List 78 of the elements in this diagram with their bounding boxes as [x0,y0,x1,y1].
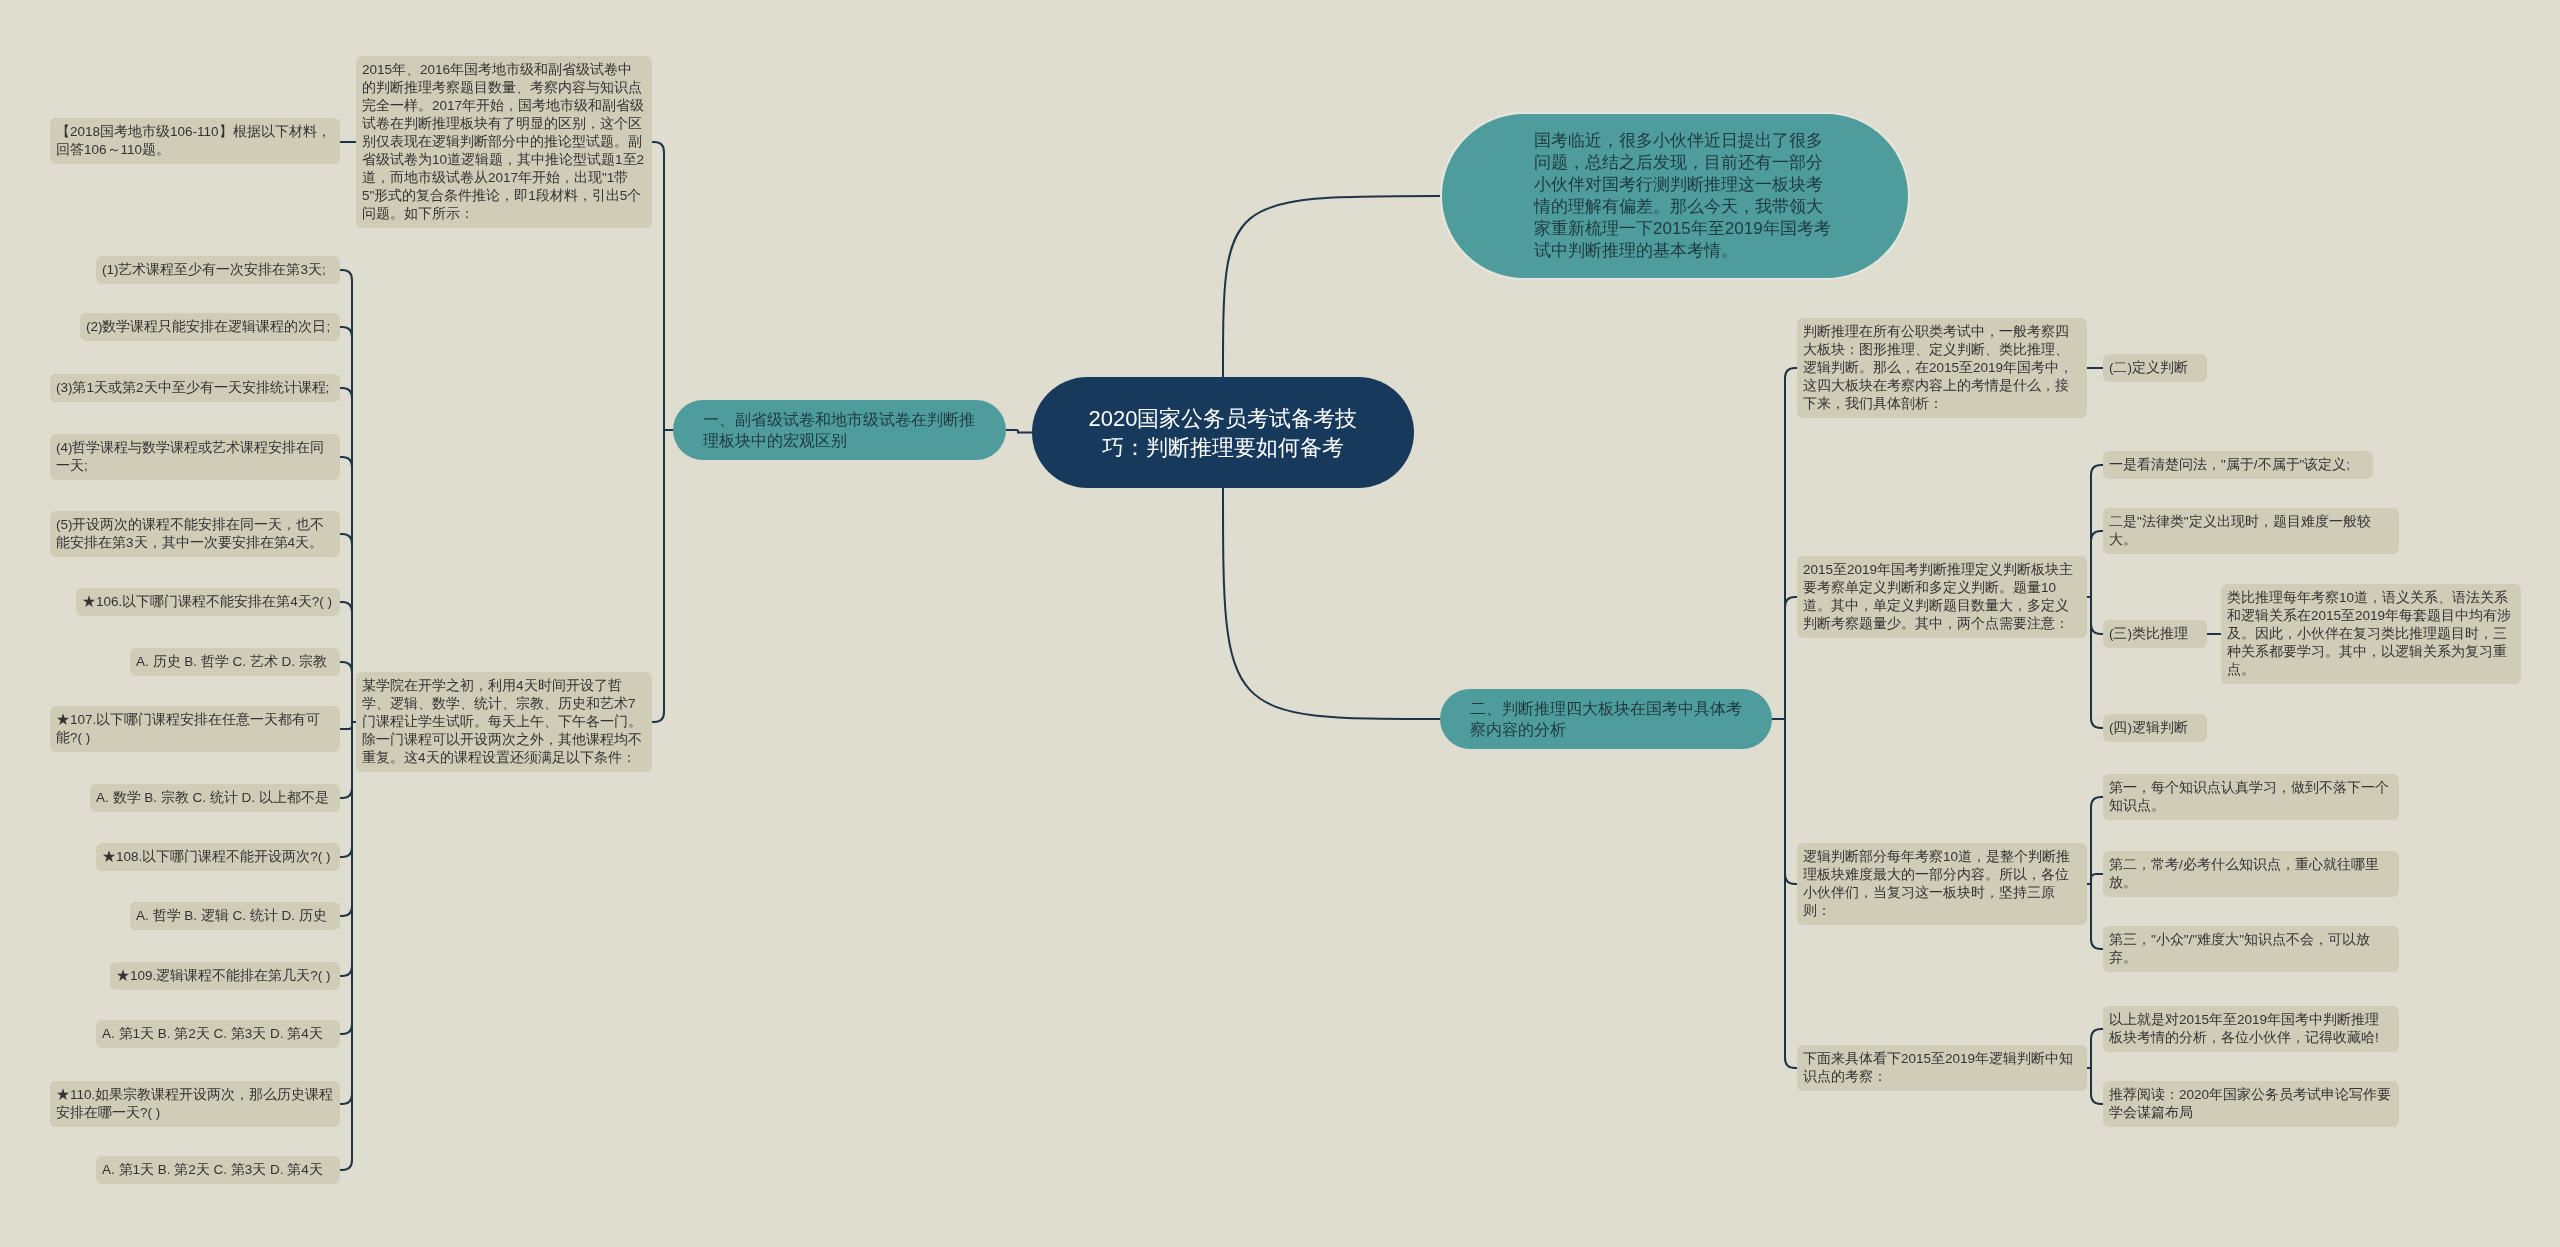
topic-text: (1)艺术课程至少有一次安排在第3天; [102,261,327,279]
topic-card [96,1020,340,1048]
topic-text: 2015至2019年国考判断推理定义判断板块主要考察单定义判断和多定义判断。题量10道。其中，单定义判断题目数量大，多定义判断考察题量少。其中，两个点需要注意： [1803,561,2075,633]
topic-card [1797,843,2087,925]
topic-card [1797,318,2087,418]
topic-card [2103,508,2399,554]
topic-card [76,588,340,616]
connector-line [1771,718,1798,1069]
topic-card [2103,620,2207,648]
topic-text: (2)数学课程只能安排在逻辑课程的次日; [86,318,332,336]
topic-card [50,118,340,164]
topic-card [80,313,340,341]
topic-text: 【2018国考地市级106-110】根据以下材料，回答106～110题。 [56,123,332,159]
connector-line [2086,596,2104,729]
topic-card [50,1081,340,1127]
connector-line [339,141,357,143]
topic-text: 推荐阅读：2020年国家公务员考试申论写作要学会谋篇布局 [2109,1086,2393,1122]
topic-card [50,434,340,480]
topic-text: 下面来具体看下2015至2019年逻辑判断中知识点的考察： [1803,1050,2075,1086]
topic-text: 以上就是对2015年至2019年国考中判断推理板块考情的分析，各位小伙伴，记得收藏哈! [2109,1011,2381,1047]
topic-text: (5)开设两次的课程不能安排在同一天，也不能安排在第3天，其中一次要安排在第4天。 [56,516,326,552]
branch-topic [1440,689,1772,749]
topic-card [2103,714,2207,742]
topic-text: 一、副省级试卷和地市级试卷在判断推理板块中的宏观区别 [703,410,976,451]
topic-text: 第二，常考/必考什么知识点，重心就往哪里放。 [2109,856,2380,892]
topic-card [2103,1081,2399,1127]
branch-topic [673,400,1006,460]
connector-line [2086,367,2104,369]
topic-text: 2015年、2016年国考地市级和副省级试卷中的判断推理考察题目数量、考察内容与知识点完全一样。2017年开始，国考地市级和副省级试卷在判断推理板块有了明显的区别，这个区别仅表现在逻辑判断部分中的推论型试题。副省级试卷为10道逻辑题，其中推论型试题1至2道，而地市级试卷从2017年开始，出现"1带5"形式的复合条件推论，即1段材料，引出5个问题。如下所示： [362,61,646,223]
connector-line [2206,633,2222,635]
topic-text: A. 第1天 B. 第2天 C. 第3天 D. 第4天 [102,1025,324,1043]
topic-card [90,784,340,812]
topic-text: (4)哲学课程与数学课程或艺术课程安排在同一天; [56,439,326,475]
topic-text: 一是看清楚问法，"属于/不属于"该定义; [2109,456,2352,474]
topic-card [50,374,340,402]
topic-text: 国考临近，很多小伙伴近日提出了很多问题，总结之后发现，目前还有一部分小伙伴对国考行测判断推理这一板块考情的理解有偏差。那么今天，我带领大家重新梳理一下2015年至2019年国考考试中判断推理的基本考情。 [1534,130,1832,262]
topic-text: 2020国家公务员考试备考技巧：判断推理要如何备考 [1087,404,1359,462]
topic-text: 类比推理每年考察10道，语义关系、语法关系和逻辑关系在2015至2019年每套题目中均有涉及。因此，小伙伴在复习类比推理题目时，三种关系都要学习。其中，以逻辑关系为复习重点。 [2227,589,2513,679]
topic-text: ★110.如果宗教课程开设两次，那么历史课程安排在哪一天?( ) [56,1086,334,1122]
topic-text: ★106.以下哪门课程不能安排在第4天?( ) [82,593,334,611]
topic-card [2103,354,2207,382]
topic-text: (二)定义判断 [2109,359,2189,377]
topic-card [130,902,340,930]
topic-text: A. 历史 B. 哲学 C. 艺术 D. 宗教 [136,653,328,671]
topic-card [2103,774,2399,820]
topic-text: ★108.以下哪门课程不能开设两次?( ) [102,848,332,866]
topic-text: 判断推理在所有公职类考试中，一般考察四大板块：图形推理、定义判断、类比推理、逻辑判断。那么，在2015至2019年国考中，这四大板块在考察内容上的考情是什么，接下来，我们具体剖析： [1803,323,2075,413]
topic-card [2103,926,2399,972]
connector-line [651,429,674,723]
topic-text: 逻辑判断部分每年考察10道，是整个判断推理板块难度最大的一部分内容。所以，各位小伙伴们，当复习这一板块时，坚持三原则： [1803,848,2072,920]
topic-text: ★109.逻辑课程不能排在第几天?( ) [116,967,332,985]
topic-text: A. 数学 B. 宗教 C. 统计 D. 以上都不是 [96,789,330,807]
topic-card [96,1156,340,1184]
topic-text: 二是"法律类"定义出现时，题目难度一般较大。 [2109,513,2372,549]
connector-line [1222,487,1441,720]
topic-card [1797,1045,2087,1091]
topic-card [1797,556,2087,638]
topic-text: 第一，每个知识点认真学习，做到不落下一个知识点。 [2109,779,2390,815]
topic-text: 第三，"小众"/"难度大"知识点不会，可以放弃。 [2109,931,2371,967]
connector-line [1005,429,1033,434]
topic-card [50,511,340,557]
topic-text: (3)第1天或第2天中至少有一天安排统计课程; [56,379,331,397]
topic-card [96,843,340,871]
topic-text: (四)逻辑判断 [2109,719,2189,737]
topic-card [96,256,340,284]
topic-text: A. 第1天 B. 第2天 C. 第3天 D. 第4天 [102,1161,324,1179]
topic-card [2103,1006,2399,1052]
topic-text: A. 哲学 B. 逻辑 C. 统计 D. 历史 [136,907,328,925]
topic-text: 二、判断推理四大板块在国考中具体考察内容的分析 [1470,699,1742,740]
topic-card [50,706,340,752]
topic-text: ★107.以下哪门课程安排在任意一天都有可能?( ) [56,711,322,747]
topic-text: 某学院在开学之初，利用4天时间开设了哲学、逻辑、数学、统计、宗教、历史和艺术7门课程让学生试听。每天上午、下午各一门。除一门课程可以开设两次之外，其他课程均不重复。这4天的课程设置还须满足以下条件： [362,677,643,767]
topic-text: (三)类比推理 [2109,625,2189,643]
topic-card [130,648,340,676]
topic-card [2103,851,2399,897]
connector-line [1222,195,1441,378]
topic-card [110,962,340,990]
topic-card [2103,451,2373,479]
